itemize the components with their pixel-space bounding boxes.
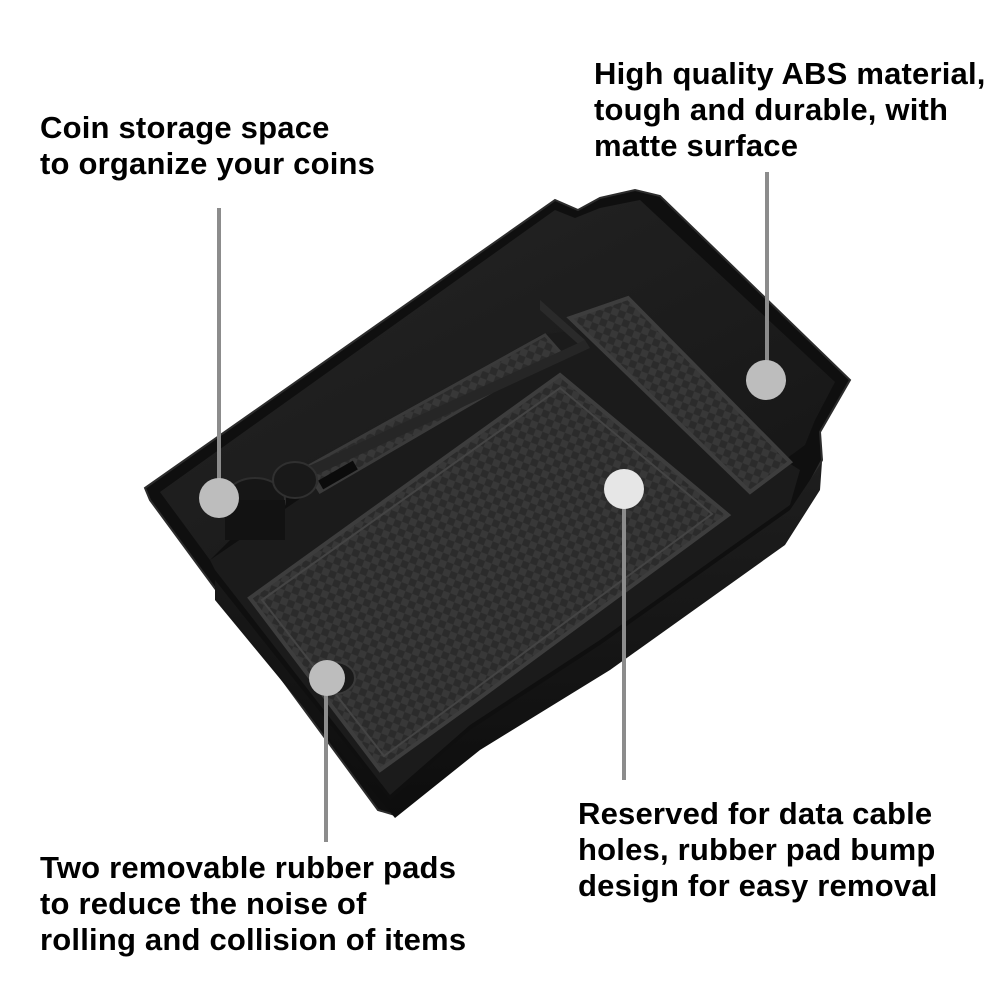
abs-material-caption: High quality ABS material, tough and dur…	[594, 56, 986, 164]
cable-caption-line-1: Reserved for data cable	[578, 796, 933, 831]
abs-caption-line-1: High quality ABS material,	[594, 56, 986, 91]
compartment-divider	[540, 300, 585, 350]
coin-holder-2	[272, 461, 318, 499]
coin-holder-base	[225, 500, 285, 540]
coin-caption-line-2: to organize your coins	[40, 146, 376, 181]
small-rubber-pad	[566, 295, 794, 495]
divider-edge	[300, 340, 590, 480]
abs-caption-line-3: matte surface	[594, 128, 799, 163]
coin-caption-line-1: Coin storage space	[40, 110, 330, 145]
large-pad-border	[260, 386, 714, 758]
callout-dot-abs	[746, 360, 786, 400]
tray-back-wall	[160, 200, 835, 560]
pads-caption-line-2: to reduce the noise of	[40, 886, 367, 921]
large-rubber-pad	[247, 372, 732, 773]
slot-notch	[318, 460, 358, 490]
pads-caption-line-1: Two removable rubber pads	[40, 850, 457, 885]
coin-storage-caption: Coin storage space to organize your coin…	[40, 110, 375, 182]
cable-holes-caption: Reserved for data cable holes, rubber pa…	[578, 796, 938, 904]
callout-dot-coin	[199, 478, 239, 518]
callout-dot-pads	[309, 660, 345, 696]
callout-dot-cable	[604, 469, 644, 509]
cable-caption-line-2: holes, rubber pad bump	[578, 832, 936, 867]
rubber-pads-caption: Two removable rubber pads to reduce the …	[40, 850, 466, 958]
cable-caption-line-3: design for easy removal	[578, 868, 938, 903]
abs-caption-line-2: tough and durable, with	[594, 92, 949, 127]
pads-caption-line-3: rolling and collision of items	[40, 922, 467, 957]
